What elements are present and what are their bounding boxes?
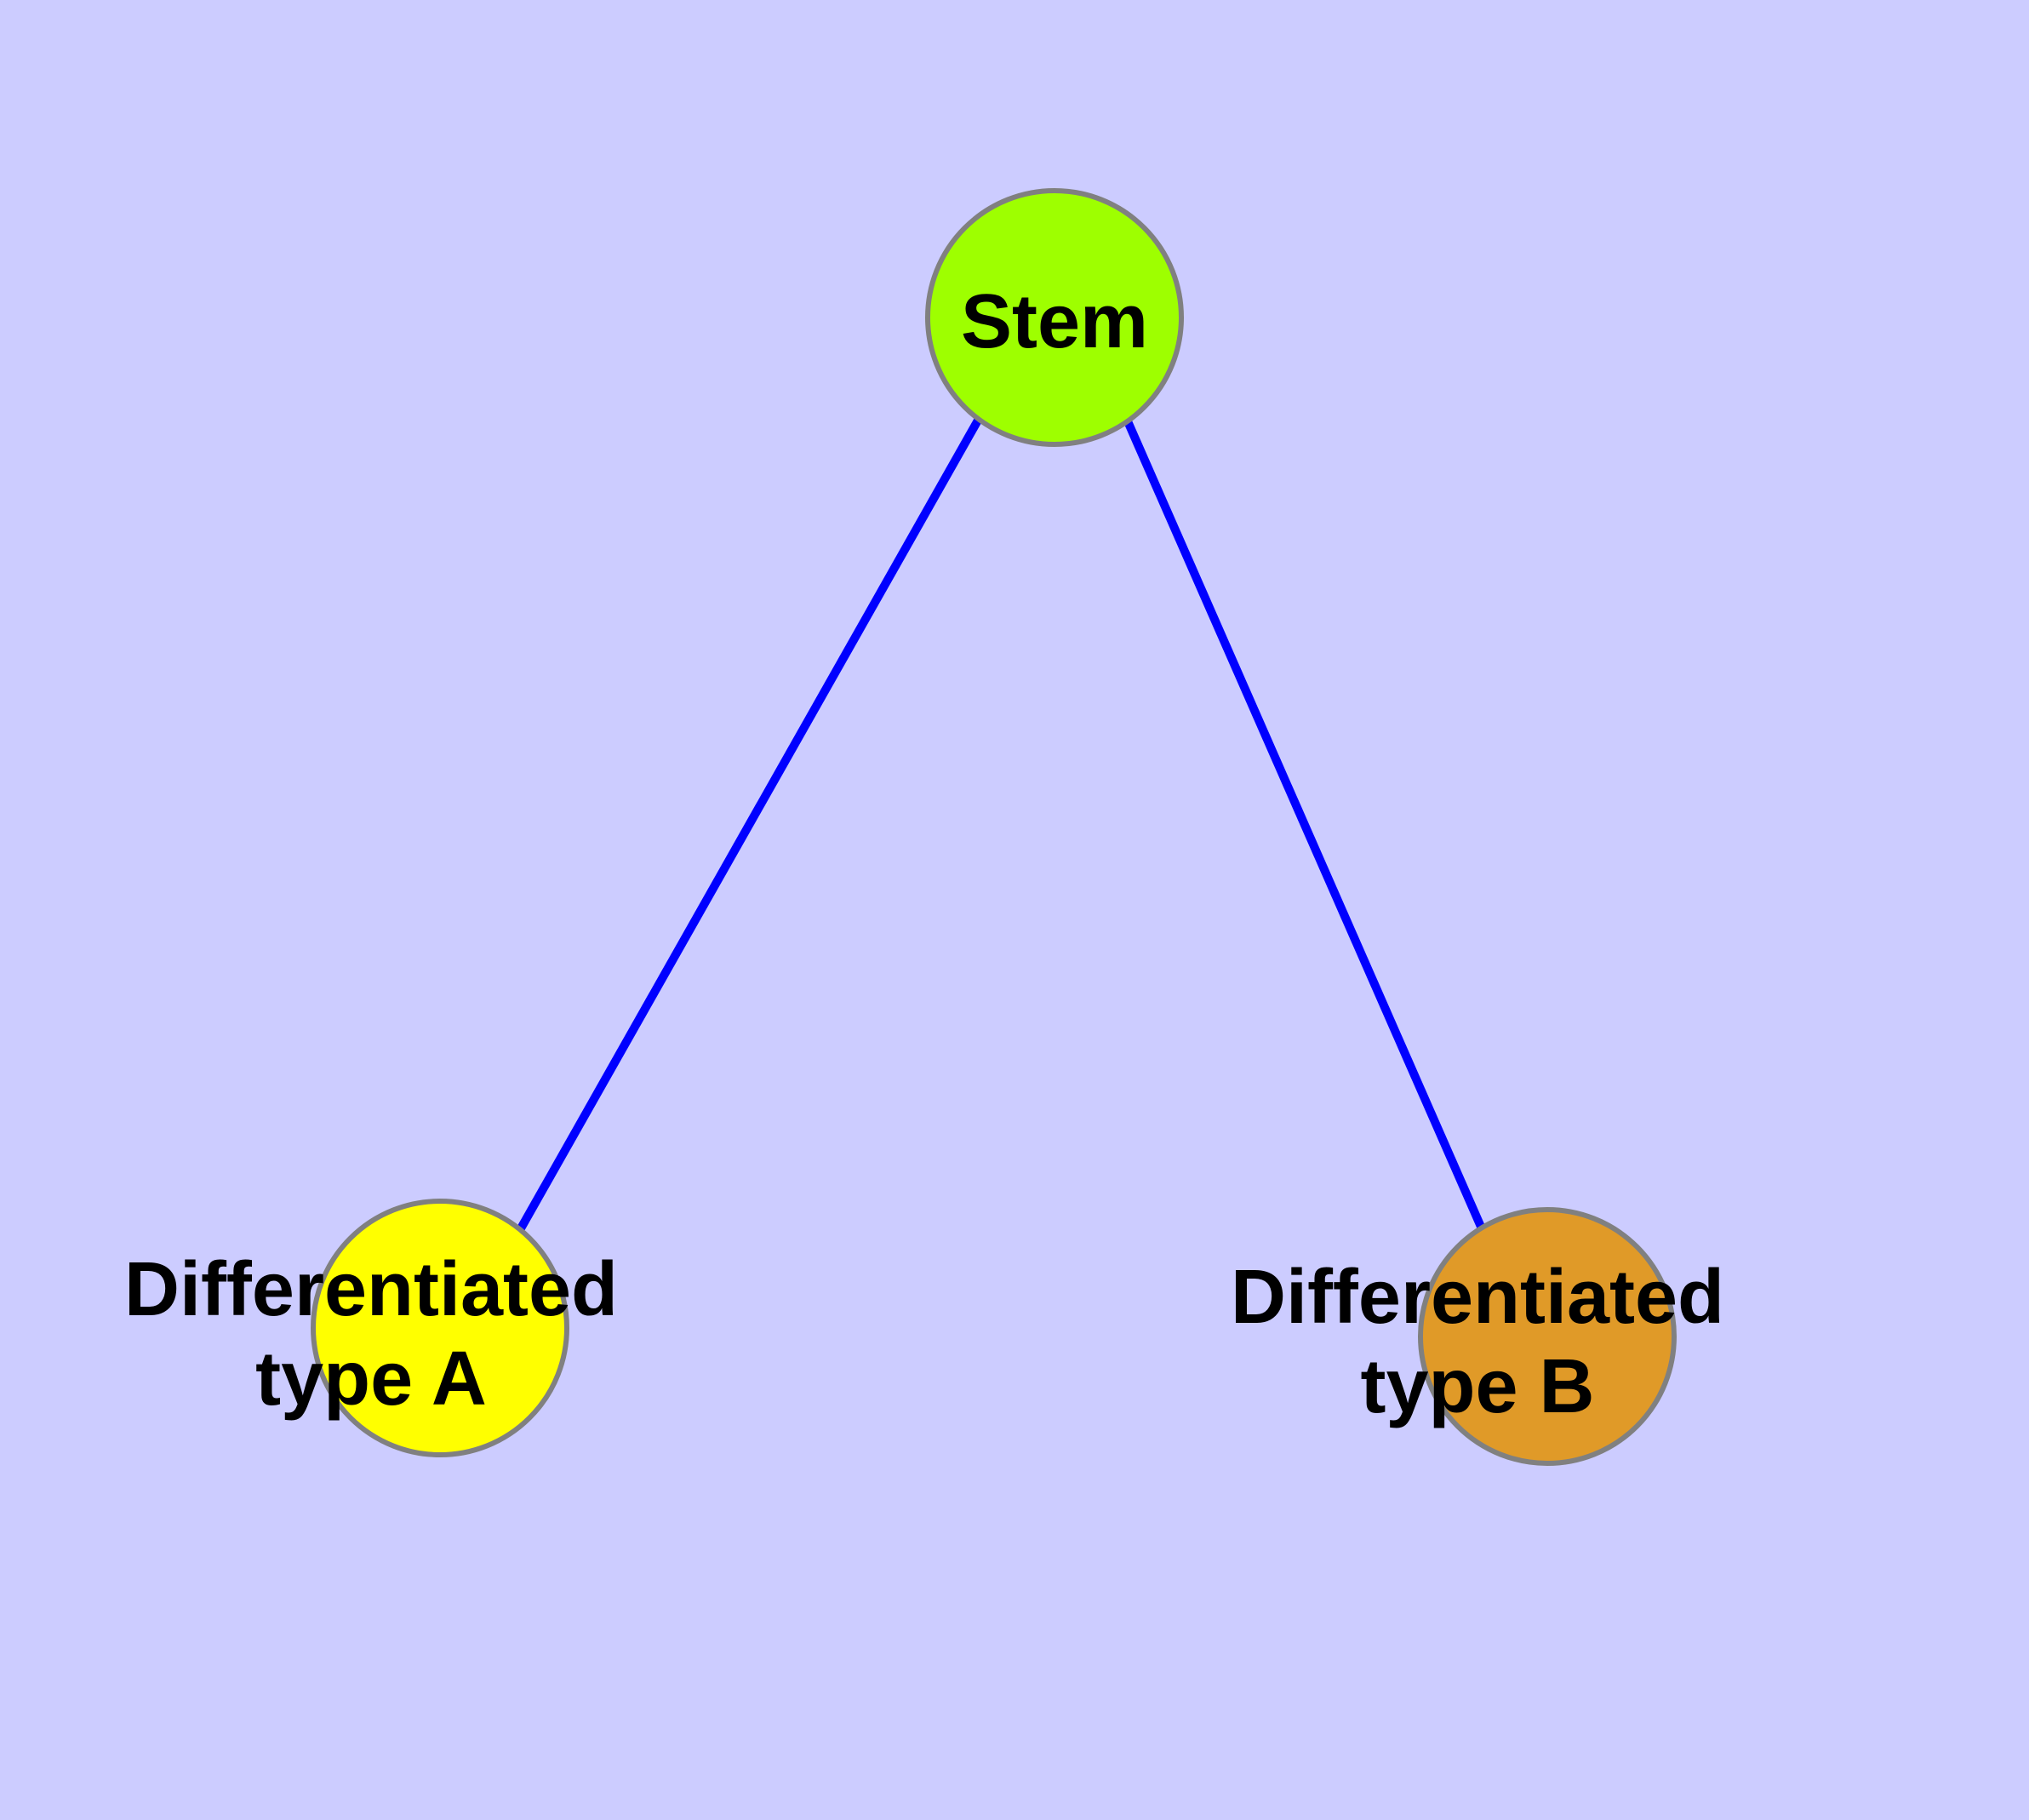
node-differentiated-type-b-label-line1: Differentiated	[1231, 1255, 1724, 1340]
node-stem-label-line1: Stem	[961, 279, 1148, 364]
node-differentiated-type-b-circle[interactable]	[1418, 1207, 1677, 1466]
node-stem[interactable]: Stem	[925, 188, 1184, 447]
edge-layer	[517, 416, 1485, 1231]
node-layer: Stem Differentiated type A Differentiate…	[124, 188, 1724, 1466]
node-differentiated-type-a-label-line2: type A	[255, 1336, 487, 1422]
node-differentiated-type-a-circle[interactable]	[311, 1199, 569, 1457]
node-differentiated-type-b[interactable]: Differentiated type B	[1231, 1207, 1724, 1466]
node-differentiated-type-a[interactable]: Differentiated type A	[124, 1199, 618, 1457]
edge-stem-to-differentiated-type-a[interactable]	[517, 416, 983, 1231]
node-differentiated-type-a-label-line1: Differentiated	[124, 1247, 618, 1332]
edge-stem-to-differentiated-type-b[interactable]	[1123, 419, 1485, 1229]
node-stem-circle[interactable]	[925, 188, 1184, 447]
node-differentiated-type-b-label-line2: type B	[1360, 1344, 1594, 1429]
